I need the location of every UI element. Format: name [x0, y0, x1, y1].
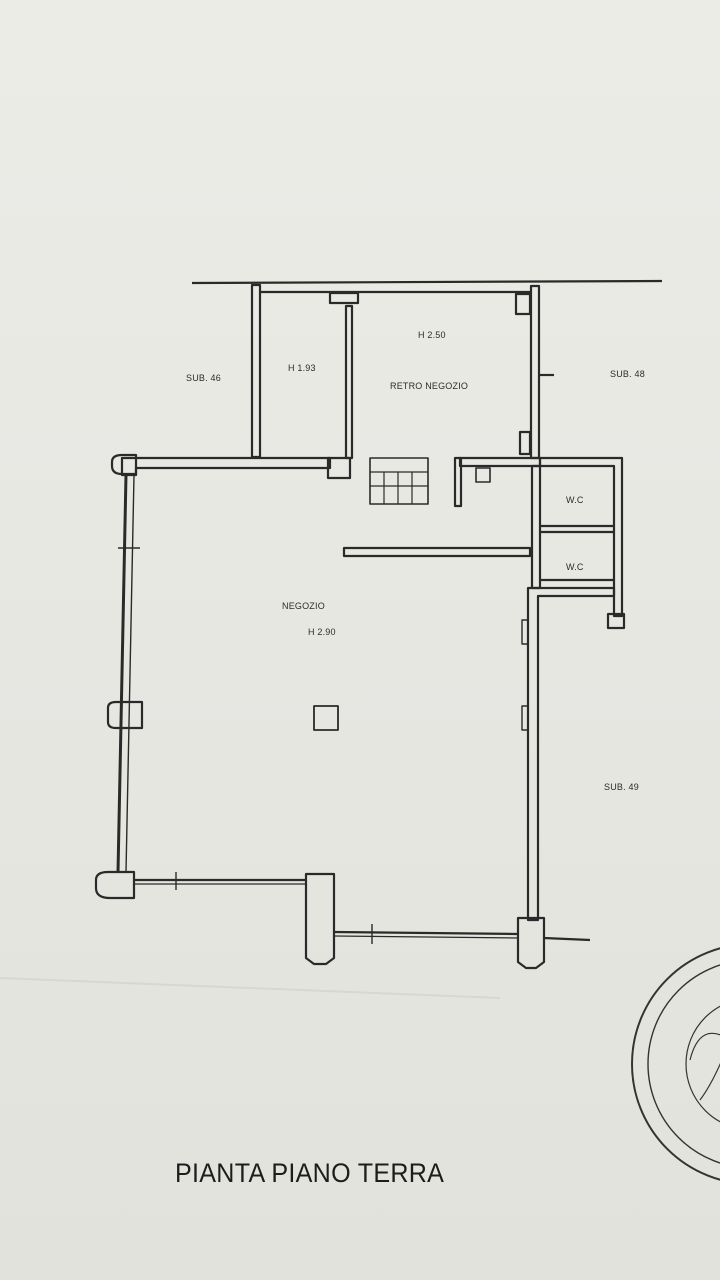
small-box — [475, 467, 491, 483]
wall-front-rear-divider — [120, 456, 332, 477]
wall-shop-right — [526, 586, 616, 922]
wall-divider-right — [458, 456, 542, 468]
paper-fold-line — [0, 977, 501, 999]
label-height-negozio: H 2.90 — [308, 627, 336, 637]
wall-rear-right — [529, 284, 541, 460]
window-right-2 — [521, 705, 529, 731]
wall-wc-outer — [538, 456, 624, 618]
column-left-top — [110, 453, 138, 476]
wall-corridor-wc — [342, 546, 532, 558]
window-right-1 — [521, 619, 529, 645]
pillar-front-center — [304, 872, 336, 966]
column-stair-left — [326, 456, 352, 480]
wall-front-right — [333, 930, 519, 936]
pillar-front-right — [516, 916, 546, 970]
label-retro-negozio: RETRO NEGOZIO — [390, 381, 469, 391]
stair-block — [369, 457, 429, 505]
wall-rear-left — [250, 283, 262, 459]
label-height-retro: H 2.50 — [418, 330, 446, 340]
column-small-top — [328, 291, 360, 305]
wall-shop-left-outer — [116, 474, 128, 873]
stamp-seal — [631, 947, 720, 1181]
wall-shop-left-inner — [125, 474, 135, 873]
label-sub-right-bottom: SUB. 49 — [604, 782, 639, 792]
central-column — [313, 705, 339, 731]
label-sub-right-top: SUB. 48 — [610, 369, 645, 379]
boundary-line-bottom-right — [543, 936, 591, 942]
stair-wall-right — [453, 456, 463, 508]
wall-partition-small-room — [344, 304, 354, 460]
wall-wc-left — [530, 464, 542, 590]
boundary-line-top — [191, 279, 663, 285]
column-left-bottom — [94, 870, 136, 900]
plan-title: PIANTA PIANO TERRA — [175, 1158, 445, 1188]
label-wc-lower: W.C — [566, 562, 584, 572]
label-wc-upper: W.C — [566, 495, 584, 505]
column-retro-lower — [518, 430, 532, 456]
column-retro-corner — [514, 292, 532, 316]
label-height-small-room: H 1.93 — [288, 363, 316, 373]
column-left-middle — [106, 700, 144, 730]
label-sub-left: SUB. 46 — [186, 373, 221, 383]
column-wc-bottom — [606, 612, 626, 630]
label-negozio: NEGOZIO — [282, 601, 325, 611]
